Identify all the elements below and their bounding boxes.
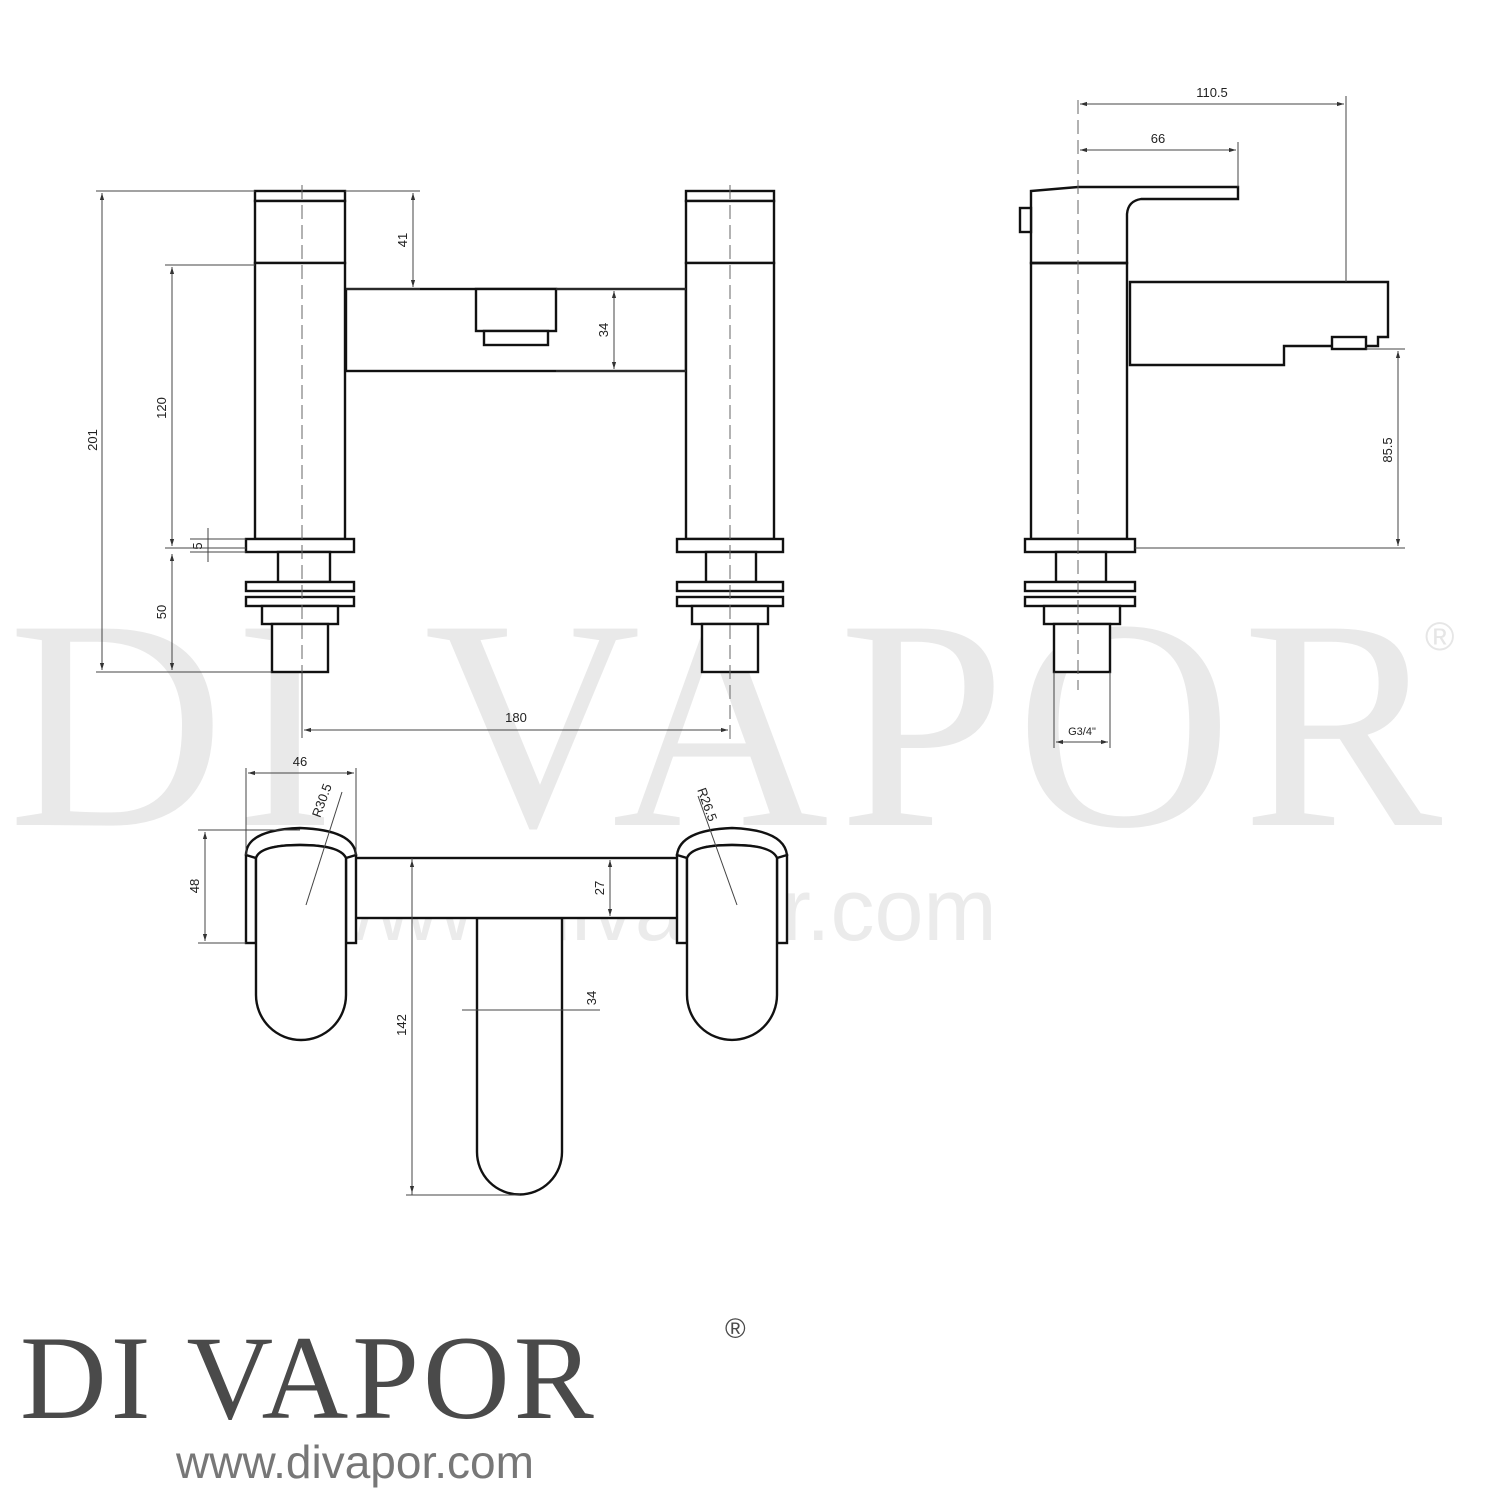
logo-registered-mark: ® — [725, 1313, 746, 1344]
left-handle-top-lever — [254, 843, 348, 1042]
dim-tail-height-label: 50 — [154, 605, 169, 619]
side-body — [1029, 261, 1129, 541]
front-view: 201 120 5 50 41 — [85, 185, 785, 740]
dim-handle-depth: 48 — [187, 829, 300, 944]
dim-thread-label: G3/4" — [1068, 726, 1096, 738]
top-body — [348, 856, 684, 920]
left-nut — [260, 604, 340, 626]
left-column — [253, 261, 347, 541]
side-lever — [1029, 185, 1240, 265]
dim-handle-depth-label: 48 — [187, 879, 202, 893]
left-washer-1 — [244, 580, 356, 593]
left-handle-cap — [253, 189, 347, 203]
dim-flange: 5 — [190, 528, 246, 562]
dim-spout-width: 34 — [462, 991, 600, 1011]
brand-logo: DI VAPOR ® www.divapor.com — [20, 1311, 746, 1488]
dim-spout-projection-label: 142 — [394, 1014, 409, 1036]
logo-brand-text: DI VAPOR — [20, 1311, 598, 1444]
diverter-outlet — [482, 329, 550, 347]
dim-handle-width: 46 — [245, 754, 357, 855]
right-shank — [704, 550, 758, 584]
dim-body-depth: 27 — [592, 860, 613, 916]
side-lever-button — [1018, 206, 1033, 234]
left-handle — [253, 199, 347, 265]
left-shank — [276, 550, 332, 584]
dim-spout-clearance: 85.5 — [1135, 348, 1405, 549]
top-spout — [475, 916, 564, 1196]
left-pillar — [244, 185, 356, 680]
dim-spout-projection: 142 — [394, 858, 520, 1196]
dim-overall-height: 201 — [85, 190, 272, 673]
left-flange — [244, 537, 356, 554]
dim-thread: G3/4" — [1053, 672, 1111, 748]
dim-flange-label: 5 — [190, 542, 205, 549]
logo-url-text: www.divapor.com — [175, 1436, 534, 1488]
dim-total-depth: 110.5 — [1080, 85, 1347, 282]
diverter-button — [474, 287, 558, 333]
left-top-handle: R30.5 — [244, 782, 358, 1042]
top-view: R30.5 R26.5 46 48 27 — [187, 754, 789, 1196]
dim-centres-label: 180 — [505, 710, 527, 725]
left-tail — [270, 622, 330, 674]
side-tail — [1052, 622, 1112, 674]
dim-spout-clearance-label: 85.5 — [1380, 437, 1395, 462]
dim-overall-height-label: 201 — [85, 429, 100, 451]
dim-centres: 180 — [301, 672, 728, 738]
dim-handle-width-label: 46 — [293, 754, 307, 769]
dim-body-depth-label: 27 — [592, 881, 607, 895]
side-view: 110.5 66 85.5 G3/4" — [1018, 85, 1405, 748]
right-handle-top-lever — [685, 843, 779, 1042]
side-nut — [1042, 604, 1122, 626]
dim-lever-reach-label: 66 — [1151, 131, 1165, 146]
side-washer-1 — [1023, 580, 1137, 593]
left-washer-2 — [244, 595, 356, 608]
side-washer-2 — [1023, 595, 1137, 608]
dim-tail-height: 50 — [154, 554, 175, 670]
side-flange — [1023, 537, 1137, 554]
dim-spout-width-label: 34 — [584, 991, 599, 1005]
dim-lever-reach: 66 — [1080, 131, 1239, 187]
right-pillar — [675, 185, 785, 740]
dim-body-height: 120 — [154, 264, 255, 549]
dim-body-height-label: 120 — [154, 397, 169, 419]
dim-spout-body-label: 34 — [596, 323, 611, 337]
side-spout — [1128, 280, 1390, 367]
dim-handle-cap: 41 — [345, 190, 420, 290]
watermark-registered: ® — [1425, 615, 1454, 659]
dim-spout-body: 34 — [556, 288, 686, 372]
dim-handle-cap-label: 41 — [395, 233, 410, 247]
side-aerator — [1330, 335, 1368, 351]
dim-total-depth-label: 110.5 — [1196, 85, 1228, 100]
side-shank — [1054, 550, 1108, 584]
